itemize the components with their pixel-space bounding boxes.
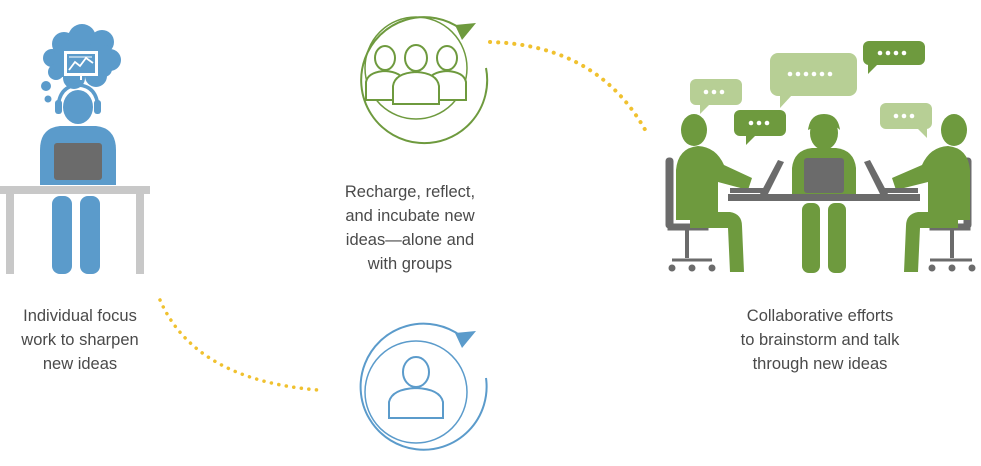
left-person-icon <box>676 114 752 272</box>
single-person-icon <box>388 356 444 419</box>
dotted-connector-top <box>488 40 650 137</box>
recharge-caption: Recharge, reflect, and incubate new idea… <box>344 183 476 273</box>
left-chair-icon <box>665 157 716 272</box>
team-meeting-icon <box>665 41 976 273</box>
group-of-people-icon <box>365 44 467 105</box>
individual-focus-caption: Individual focus work to sharpen new ide… <box>21 307 139 373</box>
individual-worker-icon <box>0 24 150 274</box>
laptop-icon <box>54 143 102 180</box>
desk-top <box>0 186 150 194</box>
center-person-icon <box>792 114 856 273</box>
headphones-icon <box>56 83 100 109</box>
right-laptop-icon <box>864 160 918 194</box>
collaborative-caption: Collaborative efforts to brainstorm and … <box>740 307 900 373</box>
left-laptop-icon <box>730 160 784 194</box>
dotted-connector-bottom <box>158 298 320 392</box>
chart-board-icon <box>64 51 98 80</box>
person-refresh-cycle-icon <box>359 322 488 451</box>
speech-bubble-icons <box>690 41 932 145</box>
right-person-icon <box>892 114 970 272</box>
group-refresh-cycle-icon <box>360 16 489 145</box>
meeting-table <box>728 194 920 201</box>
